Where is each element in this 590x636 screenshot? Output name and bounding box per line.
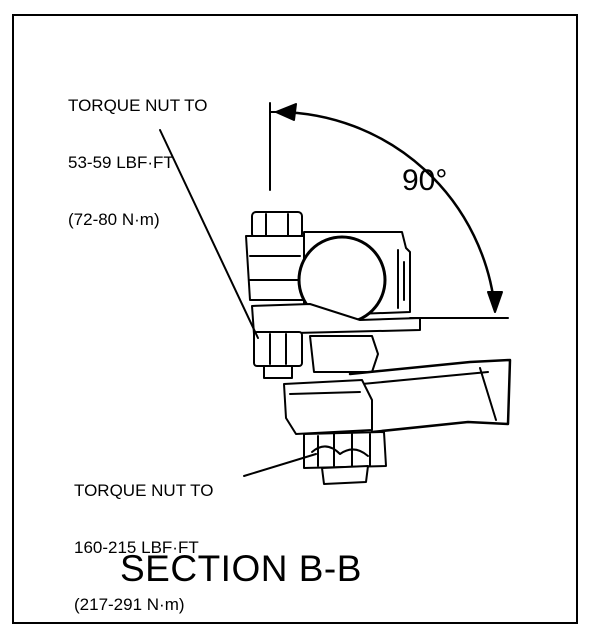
top-leader-line <box>159 129 259 339</box>
angle-label: 90° <box>402 164 448 197</box>
bottom-leader-line <box>243 453 317 477</box>
top-torque-label: TORQUE NUT TO 53-59 LBF·FT (72-80 N·m) <box>68 58 208 248</box>
bottom-torque-label: TORQUE NUT TO 160-215 LBF·FT (217-291 N·… <box>74 443 214 633</box>
top-torque-line-2: 53-59 LBF·FT <box>68 153 174 172</box>
top-torque-line-1: TORQUE NUT TO <box>68 96 208 115</box>
bottom-torque-line-1: TORQUE NUT TO <box>74 481 214 500</box>
bottom-torque-line-3: (217-291 N·m) <box>74 595 185 614</box>
bottom-torque-line-2: 160-215 LBF·FT <box>74 538 199 557</box>
top-torque-line-3: (72-80 N·m) <box>68 210 160 229</box>
clamp-assembly <box>245 211 512 485</box>
section-title: SECTION B-B <box>120 548 362 589</box>
angle-arc <box>275 103 503 313</box>
